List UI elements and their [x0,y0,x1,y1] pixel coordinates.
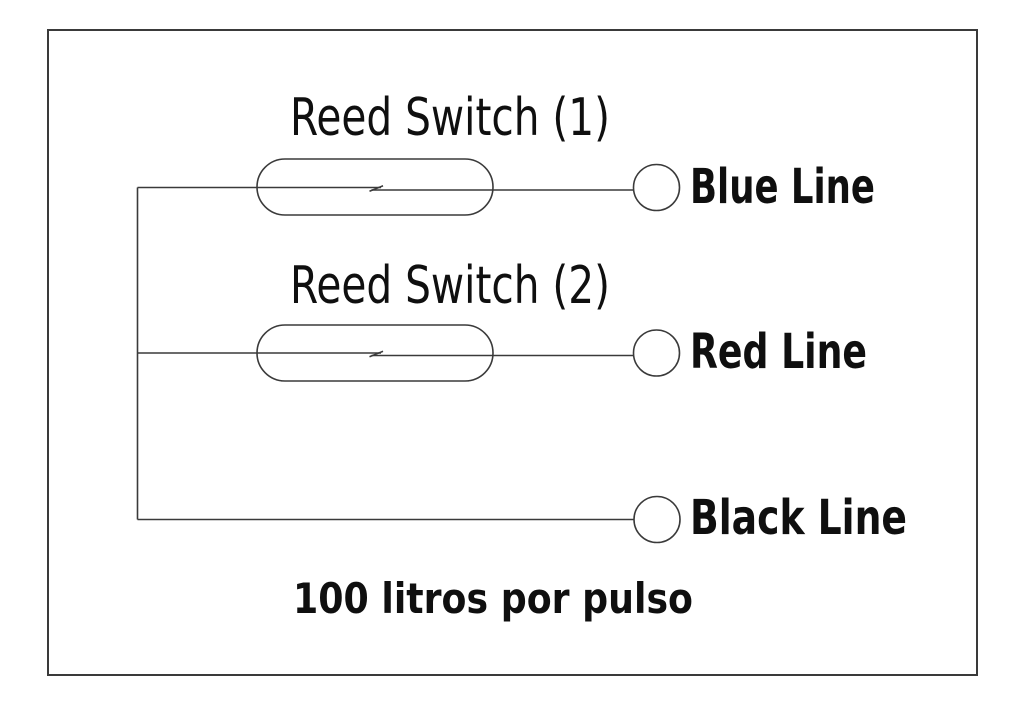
black-line-label: Black Line [690,490,907,546]
diagram-border [47,29,978,676]
blue-line-label: Blue Line [690,159,875,215]
reed-switch-2-label: Reed Switch (2) [290,256,610,316]
reed2-capsule [256,324,494,382]
red-line-label: Red Line [690,324,867,380]
reed1-capsule [256,158,494,216]
reed-switch-1-label: Reed Switch (1) [290,88,610,148]
black-line-terminal [633,495,681,544]
caption-litros-por-pulso: 100 litros por pulso [293,574,693,623]
wiring-strokes [47,29,978,676]
diagram-labels: Reed Switch (1) Blue Line Reed Switch (2… [290,88,907,623]
red-line-terminal [632,329,681,377]
blue-line-terminal [632,163,681,212]
